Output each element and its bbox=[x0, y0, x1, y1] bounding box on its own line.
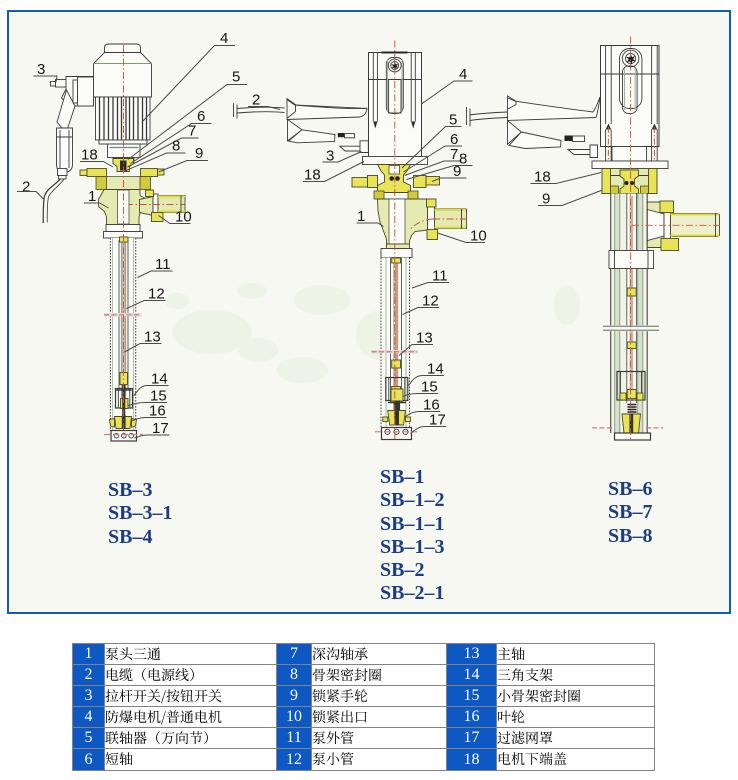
svg-text:9: 9 bbox=[195, 145, 203, 162]
svg-text:13: 13 bbox=[416, 330, 433, 347]
svg-text:16: 16 bbox=[423, 397, 440, 414]
svg-text:13: 13 bbox=[144, 329, 161, 346]
svg-text:11: 11 bbox=[432, 268, 448, 285]
svg-text:9: 9 bbox=[542, 191, 550, 208]
svg-text:5: 5 bbox=[449, 112, 457, 129]
svg-text:1: 1 bbox=[357, 208, 365, 225]
svg-text:6: 6 bbox=[450, 131, 458, 148]
svg-text:5: 5 bbox=[232, 69, 240, 86]
svg-text:12: 12 bbox=[148, 286, 165, 303]
svg-text:18: 18 bbox=[81, 147, 98, 164]
svg-text:17: 17 bbox=[152, 420, 169, 437]
svg-text:2: 2 bbox=[22, 179, 30, 196]
svg-text:15: 15 bbox=[421, 379, 438, 396]
svg-text:8: 8 bbox=[459, 151, 467, 168]
svg-text:8: 8 bbox=[172, 138, 180, 155]
svg-text:4: 4 bbox=[220, 30, 228, 47]
svg-text:14: 14 bbox=[151, 371, 168, 388]
svg-text:7: 7 bbox=[450, 146, 458, 163]
svg-text:18: 18 bbox=[534, 169, 551, 186]
svg-text:11: 11 bbox=[155, 256, 171, 273]
svg-text:3: 3 bbox=[37, 61, 45, 78]
svg-text:3: 3 bbox=[326, 148, 334, 165]
svg-text:7: 7 bbox=[188, 123, 196, 140]
svg-text:12: 12 bbox=[422, 293, 439, 310]
svg-text:14: 14 bbox=[427, 361, 444, 378]
svg-text:18: 18 bbox=[304, 167, 321, 184]
svg-text:2: 2 bbox=[252, 92, 260, 109]
svg-text:4: 4 bbox=[459, 66, 467, 83]
svg-text:6: 6 bbox=[197, 108, 205, 125]
svg-text:16: 16 bbox=[149, 403, 166, 420]
svg-text:17: 17 bbox=[429, 412, 446, 429]
svg-text:9: 9 bbox=[453, 163, 461, 180]
svg-text:10: 10 bbox=[175, 209, 192, 226]
svg-text:10: 10 bbox=[470, 228, 487, 245]
svg-text:15: 15 bbox=[150, 388, 167, 405]
svg-text:1: 1 bbox=[88, 188, 96, 205]
